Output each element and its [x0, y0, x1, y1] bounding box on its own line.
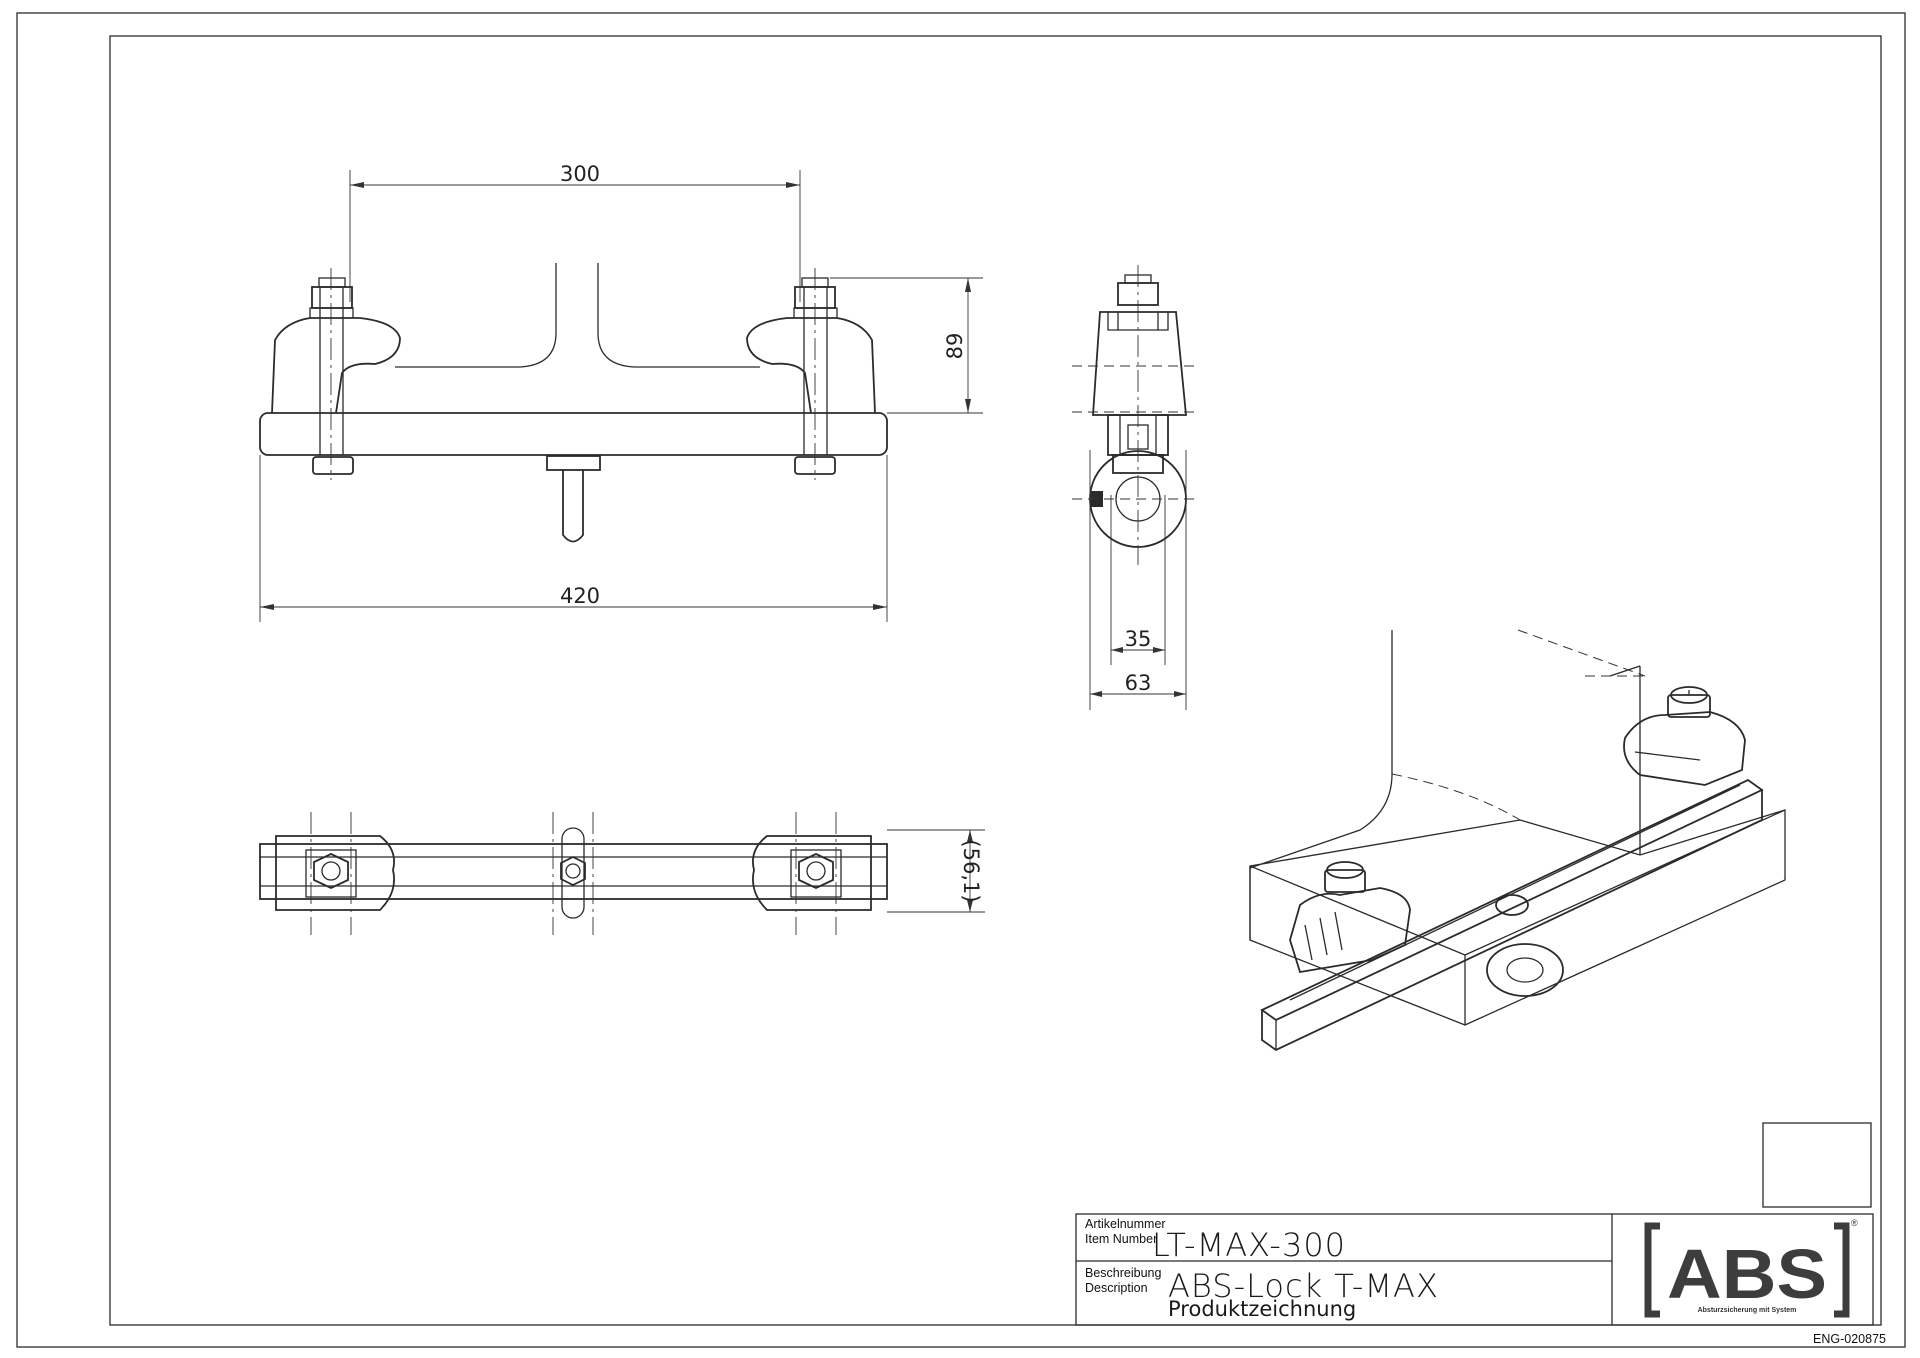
item-number-label-en: Item Number	[1085, 1232, 1157, 1246]
plan-view	[259, 812, 985, 935]
item-number-value: LT-MAX-300	[1152, 1226, 1346, 1264]
description-label-de: Beschreibung	[1085, 1266, 1161, 1280]
description-label-en: Description	[1085, 1281, 1148, 1295]
description-value: ABS-Lock T-MAX	[1168, 1267, 1439, 1305]
isometric-view	[1249, 629, 1786, 1052]
dim-89: 89	[943, 333, 967, 360]
inner-frame	[109, 35, 1882, 1326]
front-view	[259, 170, 983, 622]
abs-logo-tagline: Absturzsicherung mit System	[1698, 1307, 1797, 1314]
title-block-frame	[1075, 1122, 1874, 1326]
dim-420: 420	[560, 584, 600, 608]
dim-35: 35	[1125, 627, 1152, 651]
drawing-number: ENG-020875	[1813, 1332, 1886, 1346]
item-number-label-de: Artikelnummer	[1085, 1217, 1166, 1231]
description-subtitle: Produktzeichnung	[1168, 1297, 1356, 1321]
dim-56-1: (56,1)	[959, 839, 983, 902]
outer-frame	[16, 12, 1906, 1348]
abs-logo: ABS Absturzsicherung mit System ®	[1644, 1218, 1858, 1318]
dim-63: 63	[1125, 671, 1152, 695]
dim-300: 300	[560, 162, 600, 186]
revision-box	[1762, 1122, 1872, 1208]
registered-mark: ®	[1851, 1218, 1858, 1228]
abs-logo-text: ABS	[1667, 1235, 1827, 1313]
side-view	[1072, 265, 1200, 710]
